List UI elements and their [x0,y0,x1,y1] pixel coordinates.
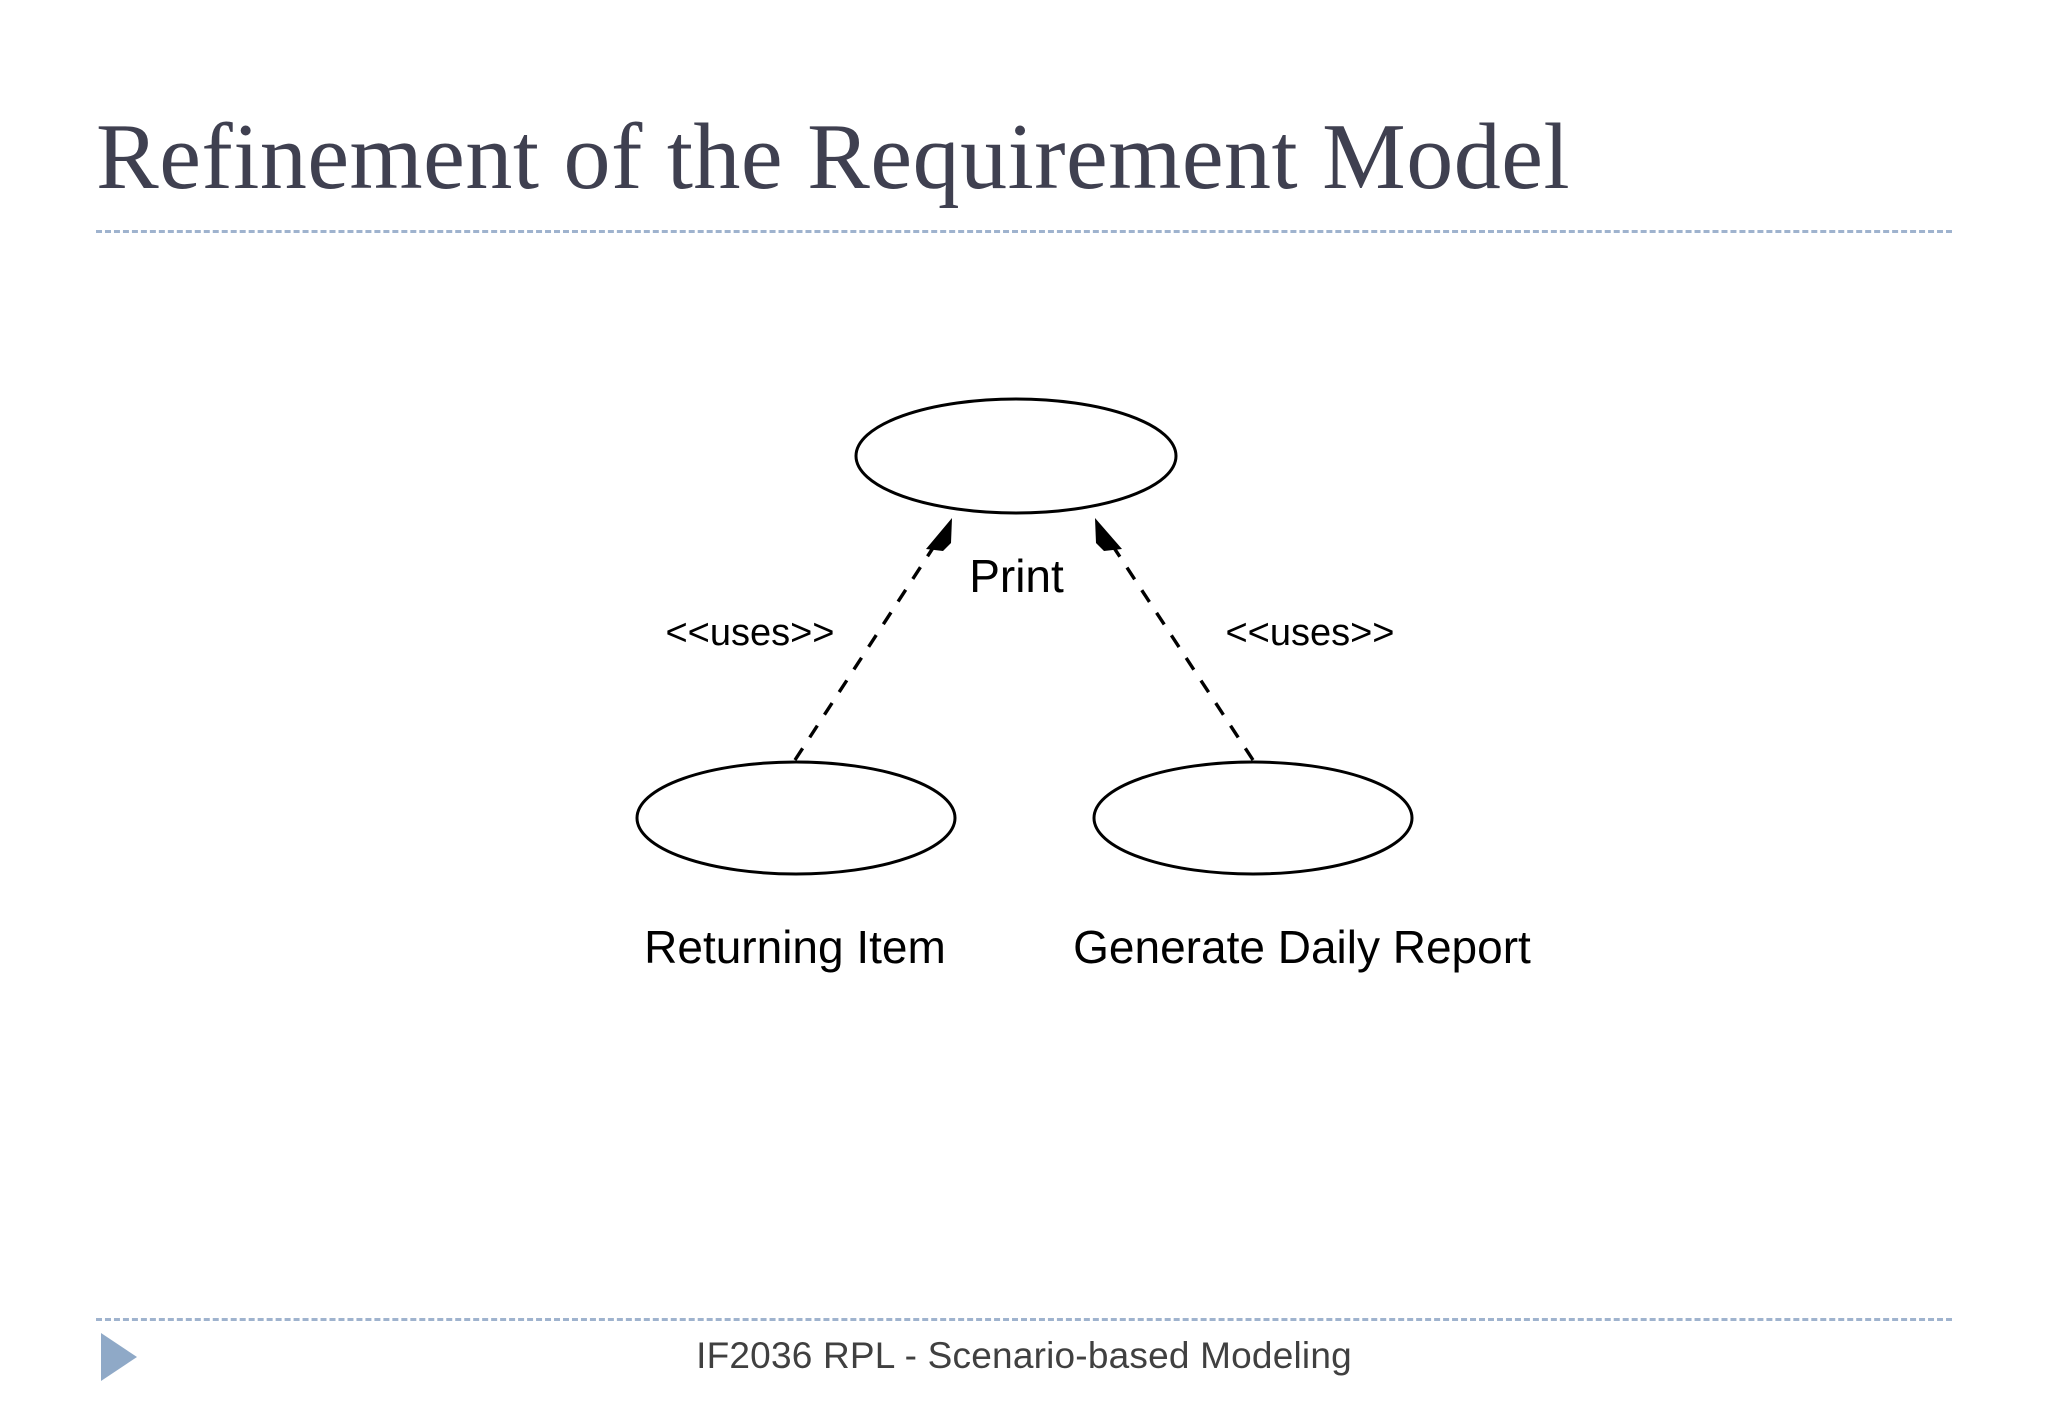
edge-generate-print-line [1101,530,1255,761]
play-triangle-icon [101,1333,137,1381]
edge-label-uses-right: <<uses>> [1225,612,1395,654]
edge-returning-print-line [793,530,946,761]
title-divider [96,230,1952,233]
page-title: Refinement of the Requirement Model [96,105,1571,209]
footer-label: IF2036 RPL - Scenario-based Modeling [696,1335,1352,1376]
edge-generate-print-arrowhead [1095,518,1122,551]
use-case-ellipse-generate-daily-report [1092,760,1414,876]
use-case-label-generate-daily-report: Generate Daily Report [1073,921,1531,973]
edge-label-uses-left: <<uses>> [665,612,835,654]
footer-divider [96,1318,1952,1321]
use-case-label-print: Print [969,550,1064,602]
use-case-ellipse-print [854,397,1178,515]
edge-returning-print-arrowhead [926,518,952,551]
use-case-ellipse-returning-item [635,760,957,876]
use-case-label-returning-item: Returning Item [644,921,946,973]
